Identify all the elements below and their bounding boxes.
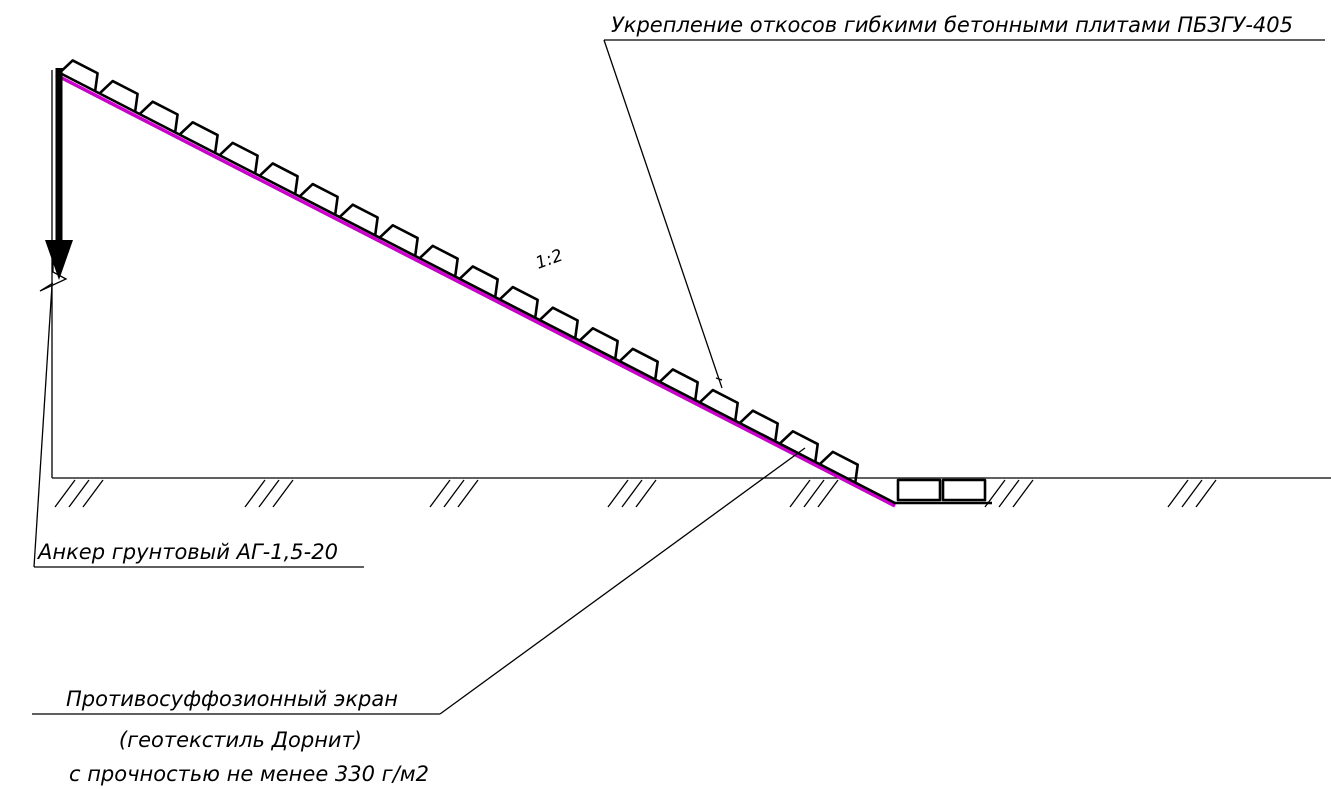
concrete-slab	[658, 368, 699, 401]
hatch-stroke	[54, 479, 76, 508]
concrete-slab	[298, 182, 339, 215]
label-slope-reinforcement: Укрепление откосов гибкими бетонными пли…	[611, 13, 1293, 37]
concrete-slab	[778, 429, 820, 463]
leader-geotextile-screen	[32, 447, 806, 715]
label-screen-line1: Противосуффозионный экран	[66, 687, 398, 711]
leader-slope-reinforcement	[603, 39, 1325, 389]
label-screen-line2: (геотекстиль Дорнит)	[119, 728, 362, 752]
concrete-slab	[138, 100, 179, 133]
toe-slabs	[893, 478, 992, 505]
leader-ground-anchor	[33, 284, 364, 568]
concrete-slab	[338, 203, 379, 236]
concrete-slab	[378, 223, 419, 257]
hatch-stroke	[1012, 479, 1034, 508]
concrete-slab	[218, 141, 259, 174]
hatch-stroke	[68, 479, 90, 508]
hatch-stroke	[607, 479, 629, 508]
concrete-slab	[58, 59, 99, 92]
concrete-slab	[578, 326, 619, 360]
hatch-stroke	[635, 479, 657, 508]
hatch-stroke	[272, 479, 294, 508]
concrete-slab	[458, 265, 499, 298]
toe-slab	[941, 478, 987, 502]
concrete-slab	[498, 285, 539, 318]
concrete-slab	[178, 120, 219, 154]
concrete-slab	[738, 409, 780, 442]
hatch-stroke	[998, 479, 1020, 508]
concrete-slab	[258, 162, 299, 195]
hatch-stroke	[244, 479, 266, 508]
label-screen-line3: с прочностью не менее 330 г/м2	[69, 762, 429, 786]
slope-line	[55, 69, 896, 505]
hatch-stroke	[803, 479, 825, 508]
hatch-stroke	[621, 479, 643, 508]
hatch-stroke	[1195, 479, 1217, 508]
concrete-slab	[418, 244, 459, 277]
label-slope-ratio: 1:2	[533, 246, 566, 274]
hatch-stroke	[443, 479, 465, 508]
concrete-slab	[618, 347, 659, 380]
hatch-stroke	[258, 479, 280, 508]
geotextile-layer	[55, 73, 896, 508]
hatch-stroke	[1181, 479, 1203, 508]
concrete-slabs	[58, 59, 860, 483]
hatch-stroke	[457, 479, 479, 508]
concrete-slab	[698, 388, 739, 421]
ground-hatching	[54, 479, 1217, 508]
hatch-stroke	[1167, 479, 1189, 508]
concrete-slab	[818, 450, 860, 483]
concrete-slab	[538, 306, 579, 339]
toe-slab	[896, 478, 942, 502]
hatch-stroke	[429, 479, 451, 508]
hatch-stroke	[82, 479, 104, 508]
concrete-slab	[98, 79, 139, 112]
ground-anchor	[39, 68, 73, 292]
label-ground-anchor: Анкер грунтовый АГ-1,5-20	[36, 540, 338, 564]
hatch-stroke	[789, 479, 811, 508]
hatch-stroke	[817, 479, 839, 508]
